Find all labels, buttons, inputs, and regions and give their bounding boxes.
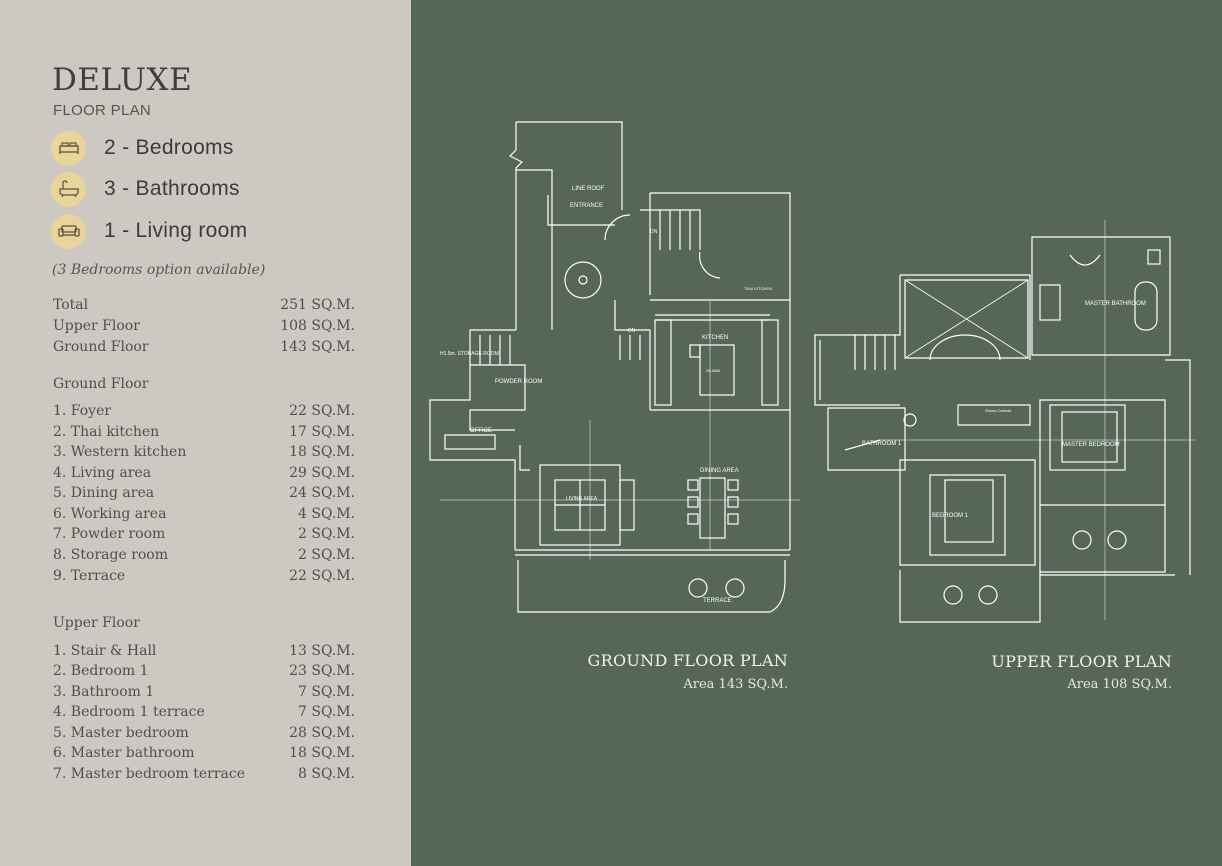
sofa-icon <box>51 213 86 249</box>
ground-floor-plan-drawing: LINE ROOF ENTRANCE KITCHEN ISLAND THAI K… <box>429 121 800 613</box>
label-shoes-cabinet: Shoes Cabinet <box>985 408 1012 413</box>
label-bathroom-1: BATHROOM 1 <box>862 441 902 447</box>
ground-plan-area: Area 143 SQ.M. <box>683 677 788 692</box>
label-powder: POWDER ROOM <box>495 379 542 385</box>
label-storage: H1.5m. STORAGE ROOM <box>440 351 499 357</box>
page-subtitle: FLOOR PLAN <box>53 102 152 119</box>
bathtub-icon <box>51 171 86 207</box>
info-panel: DELUXE FLOOR PLAN 2 - Bedrooms 3 - Bathr… <box>0 0 411 866</box>
label-bedroom-1: BEDROOM 1 <box>932 513 969 519</box>
label-entrance: ENTRANCE <box>570 203 603 209</box>
feature-label: 3 - Bathrooms <box>104 177 240 200</box>
label-terrace: TERRACE <box>703 598 732 604</box>
label-dining: DINING AREA <box>700 468 739 474</box>
plan-panel <box>411 0 1222 866</box>
ground-floor-heading: Ground Floor <box>53 376 149 392</box>
upper-floor-plan-drawing: MASTER BATHROOM BATHROOM 1 MASTER BEDROO… <box>814 220 1195 623</box>
feature-bedrooms: 2 - Bedrooms <box>51 130 234 166</box>
options-note: (3 Bedrooms option available) <box>52 262 266 278</box>
label-dn: DN <box>628 328 636 334</box>
ground-plan-title: GROUND FLOOR PLAN <box>587 651 788 670</box>
label-kitchen: KITCHEN <box>702 335 728 341</box>
label-master-bedroom: MASTER BEDROOM <box>1062 442 1120 448</box>
label-office: OFFICE <box>470 428 492 434</box>
label-dn: DN <box>650 229 658 235</box>
upper-plan-title: UPPER FLOOR PLAN <box>991 652 1172 671</box>
feature-living-room: 1 - Living room <box>51 213 247 249</box>
label-living: LIVING AREA <box>566 496 598 502</box>
upper-plan-area: Area 108 SQ.M. <box>1067 677 1172 692</box>
label-line-roof: LINE ROOF <box>572 186 605 192</box>
bed-icon <box>51 130 86 166</box>
label-island: ISLAND <box>706 368 721 373</box>
label-master-bathroom: MASTER BATHROOM <box>1085 301 1146 307</box>
upper-floor-heading: Upper Floor <box>53 615 140 631</box>
feature-label: 1 - Living room <box>104 219 248 242</box>
feature-label: 2 - Bedrooms <box>104 136 234 159</box>
feature-bathrooms: 3 - Bathrooms <box>51 171 240 207</box>
label-thai-kitchen: THAI KITCHEN <box>744 286 772 291</box>
page-title: DELUXE <box>52 62 193 98</box>
